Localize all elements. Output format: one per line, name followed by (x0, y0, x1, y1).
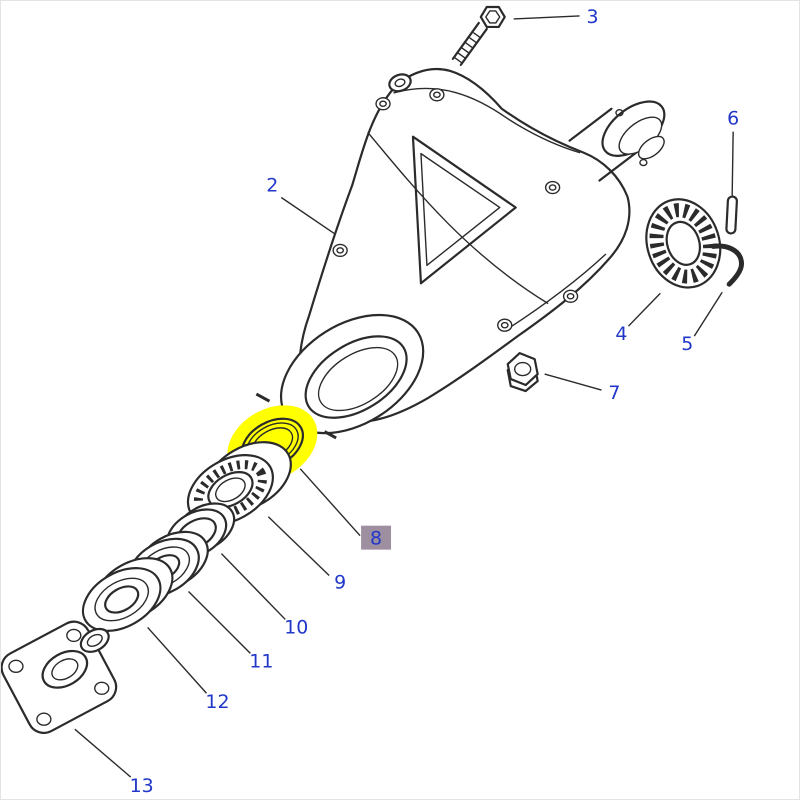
leader-line-5 (693, 291, 723, 337)
part-nut (506, 352, 539, 393)
housing-front-bore (279, 313, 425, 435)
callout-8-label[interactable]: 8 (370, 528, 382, 550)
callout-6-label[interactable]: 6 (727, 108, 739, 130)
callout-12-label[interactable]: 12 (205, 691, 229, 713)
leader-line-6 (731, 131, 734, 196)
callout-13-label[interactable]: 13 (130, 775, 154, 797)
part-pin (725, 195, 738, 235)
callouts: 2 3 4 5 6 7 8 9 10 11 12 13 (130, 6, 740, 797)
callout-8-selected[interactable]: 8 (361, 525, 392, 550)
leader-line-13 (74, 728, 132, 778)
housing-pinion-neck (568, 100, 666, 182)
callout-8-highlight-box (361, 525, 392, 550)
flange-bolt-holes (8, 628, 110, 726)
part-drive-flange (1, 620, 118, 735)
bolt-threads (454, 32, 482, 64)
part-housing (279, 68, 666, 435)
callout-5-label[interactable]: 5 (681, 333, 693, 355)
leader-line-12 (147, 626, 208, 694)
callout-10-label[interactable]: 10 (284, 616, 308, 638)
callout-3-label[interactable]: 3 (586, 6, 598, 28)
leader-line-10 (220, 553, 286, 620)
part-clip (710, 243, 745, 287)
callout-9-label[interactable]: 9 (334, 572, 346, 594)
leader-line-2 (280, 196, 335, 234)
leader-line-11 (188, 591, 251, 654)
leader-line-9 (267, 516, 330, 577)
housing-rib-triangle (411, 135, 517, 285)
callout-2-label[interactable]: 2 (266, 175, 278, 197)
part-spacer (81, 557, 174, 632)
leader-lines (74, 15, 734, 778)
part-bolt (451, 5, 506, 66)
part-bearing-outer (645, 198, 722, 289)
housing-bolt-holes (332, 88, 579, 332)
leader-line-7 (544, 373, 602, 391)
leader-line-8 (299, 468, 361, 537)
callout-11-label[interactable]: 11 (249, 650, 273, 672)
flange-hub-neck (79, 627, 110, 653)
leader-line-3 (513, 15, 580, 20)
leader-line-4 (627, 292, 661, 327)
callout-4-label[interactable]: 4 (615, 323, 627, 345)
callout-7-label[interactable]: 7 (608, 382, 620, 404)
